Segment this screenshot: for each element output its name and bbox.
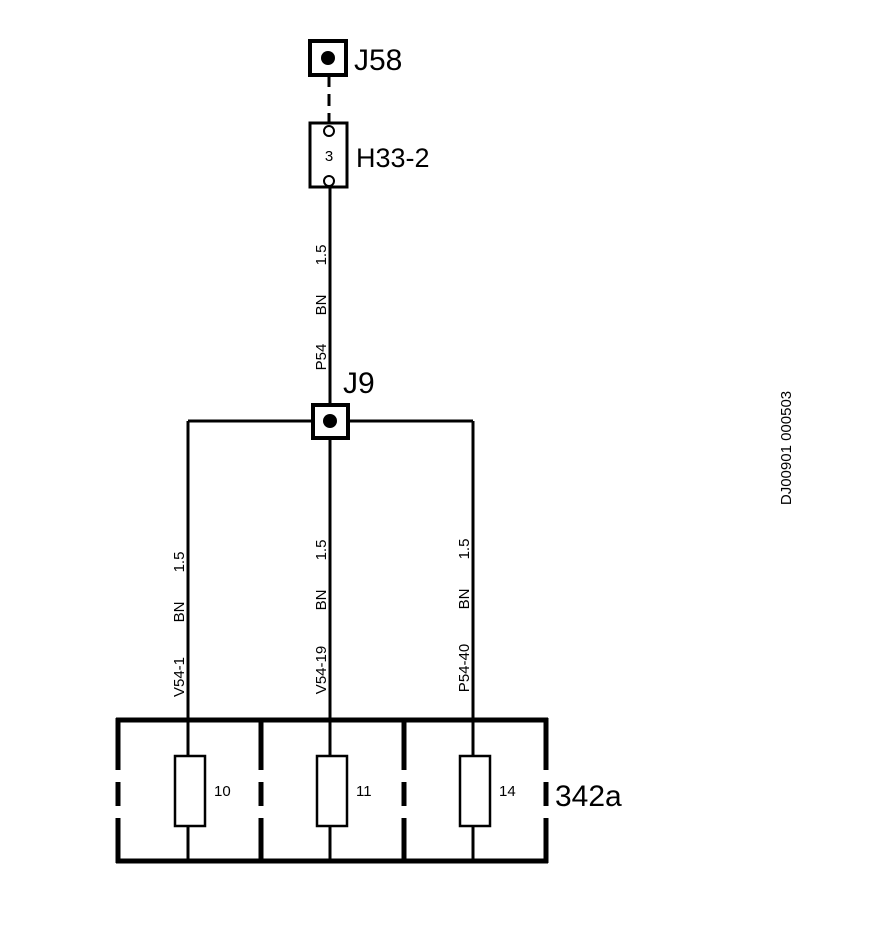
branch-3-color: BN: [456, 589, 473, 610]
connector-j58: [308, 39, 348, 77]
fuse-11-label: 11: [356, 783, 372, 800]
branch-2-size: 1.5: [313, 540, 330, 561]
fuse-holder-pin: 3: [325, 148, 333, 165]
drawing-code: DJ00901 000503: [778, 391, 795, 505]
fuse-box-342a: [115, 717, 549, 864]
fuse-10-label: 10: [214, 783, 231, 800]
branch-3-size: 1.5: [456, 539, 473, 560]
branch-2-color: BN: [313, 590, 330, 611]
fuse-14-label: 14: [499, 783, 516, 800]
fuse-holder-label: H33-2: [356, 143, 430, 173]
splice-j9: [311, 403, 350, 440]
branch-2-circuit: V54-19: [313, 646, 330, 694]
branch-1-circuit: V54-1: [171, 657, 188, 697]
connector-j58-label: J58: [354, 44, 402, 77]
splice-j9-label: J9: [343, 367, 375, 400]
fuse-14: [458, 754, 492, 828]
fuse-11: [315, 754, 349, 828]
fuse-holder-h33-2: [308, 121, 349, 189]
main-wire-circuit: P54: [313, 344, 330, 371]
branch-1-color: BN: [171, 602, 188, 623]
fuse-box-label: 342a: [555, 780, 622, 813]
fuse-10: [173, 754, 207, 828]
main-wire-size: 1.5: [313, 245, 330, 266]
branch-1-size: 1.5: [171, 552, 188, 573]
branch-3-circuit: P54-40: [456, 644, 473, 692]
main-wire-color: BN: [313, 295, 330, 316]
